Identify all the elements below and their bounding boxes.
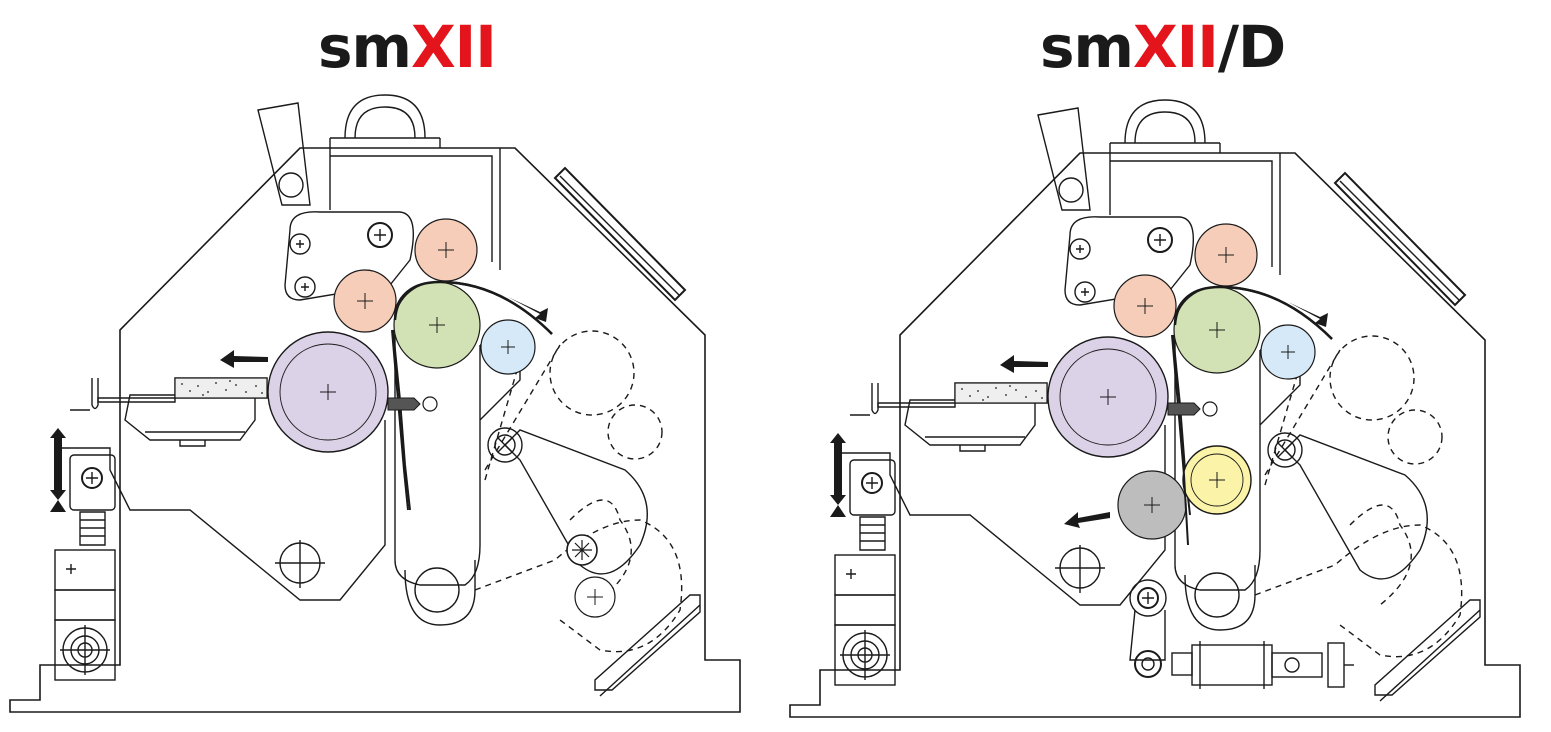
blade-speckle (961, 385, 1043, 401)
doctor-blade (174, 377, 268, 399)
title-smxii-d: smXII/D (1040, 12, 1286, 82)
title-suffix: /D (1217, 13, 1286, 81)
pneumatic-cylinder (1129, 579, 1354, 689)
arrow-grey-left (1064, 512, 1110, 528)
title-smxii: smXII (318, 12, 497, 82)
arrow-web-out (508, 297, 548, 322)
machine-left (8, 93, 742, 714)
title-highlight: XII (1132, 13, 1219, 81)
arrow-vertical (830, 433, 846, 505)
pointer-tool (1167, 402, 1201, 416)
title-prefix: sm (318, 13, 412, 81)
arrow-blade-left (220, 350, 268, 368)
arrow-blade-left (1000, 355, 1048, 373)
title-prefix: sm (1040, 13, 1134, 81)
title-highlight: XII (410, 13, 497, 81)
arrow-web-out (1288, 302, 1328, 327)
arrow-vertical (50, 428, 66, 500)
blade-speckle (181, 380, 263, 396)
machine-right (788, 98, 1522, 719)
pointer-tool (387, 397, 421, 411)
doctor-blade (954, 382, 1048, 404)
